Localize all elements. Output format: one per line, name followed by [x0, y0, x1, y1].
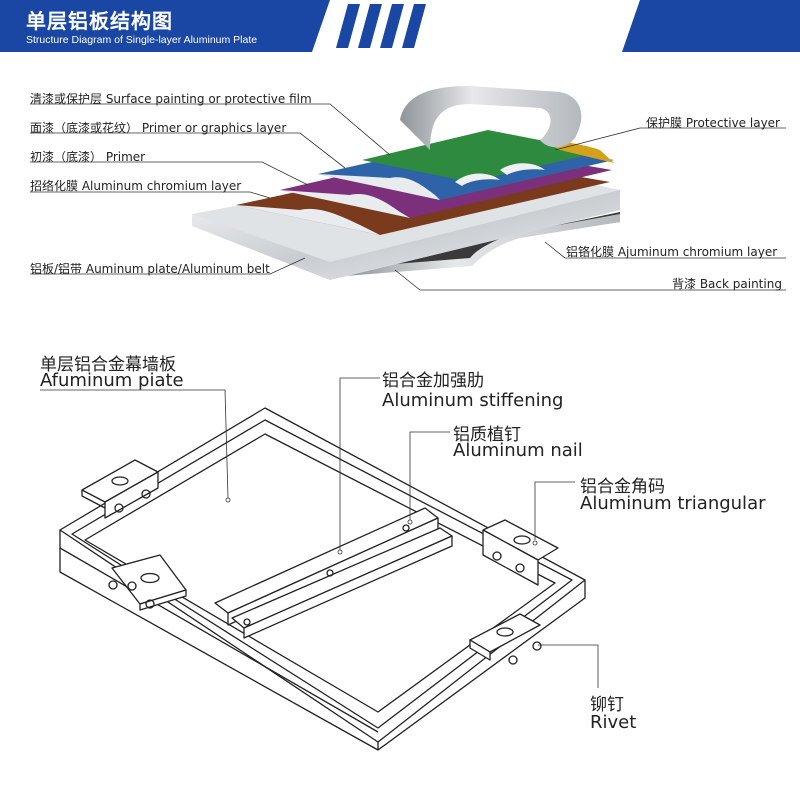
label-rivet-en: Rivet	[590, 712, 637, 733]
label-plate-en: Afuminum piate	[40, 370, 184, 391]
layer-label-back-painting: 背漆 Back painting	[672, 277, 782, 291]
bracket-top-left	[81, 459, 159, 519]
label-stiffening-en: Aluminum stiffening	[382, 390, 564, 411]
panel-leader-lines	[40, 377, 599, 688]
label-triangular-cn: 铝合金角码	[580, 477, 665, 497]
layer-label-back-chromium: 铝铬化膜 Ajuminum chromium layer	[566, 245, 778, 259]
label-rivet-cn: 铆钉	[590, 695, 624, 715]
layer-label-primer-graphics: 面漆（底漆或花纹） Primer or graphics layer	[30, 121, 287, 135]
right-leader-lines	[394, 127, 786, 291]
header-banner: 单层铝板结构图 Structure Diagram of Single-laye…	[0, 0, 800, 52]
bracket-left	[108, 554, 187, 611]
layer-structure-diagram	[30, 86, 786, 291]
left-leader-lines	[30, 103, 391, 275]
bracket-bottom	[469, 613, 542, 665]
page-subtitle: Structure Diagram of Single-layer Alumin…	[26, 34, 258, 46]
layer-label-protective: 保护膜 Protective layer	[646, 116, 780, 130]
layer-label-primer: 初漆（底漆） Primer	[30, 150, 146, 164]
page-title: 单层铝板结构图	[26, 9, 173, 33]
layer-label-surface: 清漆或保护层 Surface painting or protective fi…	[30, 92, 312, 106]
label-plate-cn: 单层铝合金幕墙板	[40, 355, 176, 375]
label-nail-en: Aluminum nail	[453, 440, 583, 461]
label-triangular-en: Aluminum triangular	[580, 493, 766, 514]
label-stiffening-cn: 铝合金加强肋	[382, 371, 484, 391]
bracket-right	[482, 519, 559, 586]
layer-label-chromium: 招络化膜 Aluminum chromium layer	[30, 179, 242, 193]
banner-graphic	[0, 0, 800, 52]
layer-label-plate: 铝板/铝带 Auminum plate/Aluminum belt	[30, 262, 270, 276]
label-nail-cn: 铝质植钉	[453, 425, 521, 445]
